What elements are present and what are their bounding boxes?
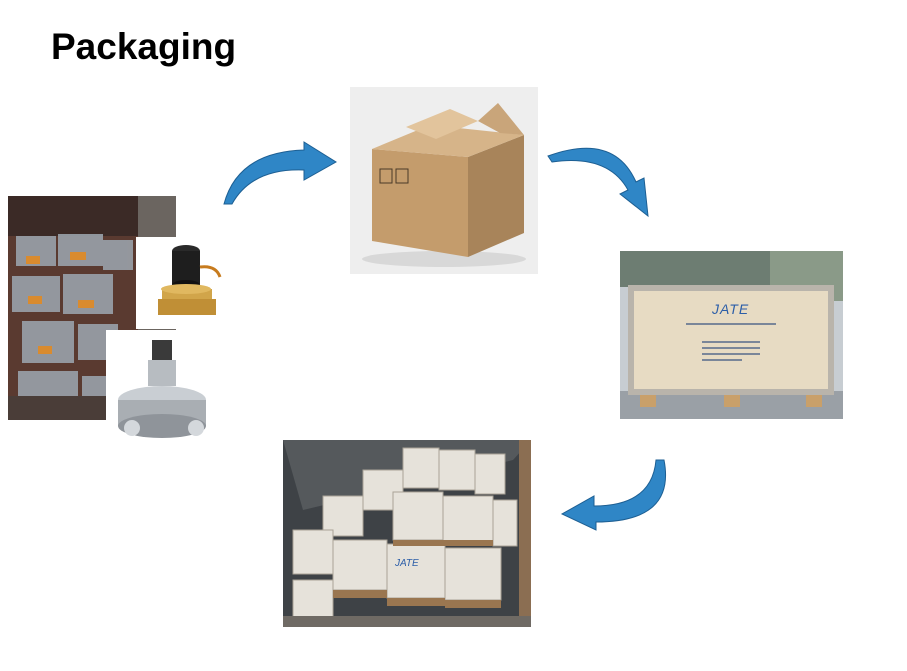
curved-arrow-to-loading	[560, 459, 666, 531]
container-brand-label: JATE	[395, 558, 419, 569]
container-loading-photo: JATE	[283, 440, 531, 627]
crate-brand-label: JATE	[712, 301, 750, 317]
carton-box-photo	[350, 87, 538, 274]
curved-arrow-to-crate	[547, 147, 649, 218]
page-title: Packaging	[51, 26, 237, 67]
wooden-crate-photo: JATE	[620, 251, 843, 419]
gas-valve-photo	[106, 330, 219, 458]
solenoid-valve-photo	[136, 237, 243, 329]
curved-arrow-to-carton	[223, 141, 337, 205]
